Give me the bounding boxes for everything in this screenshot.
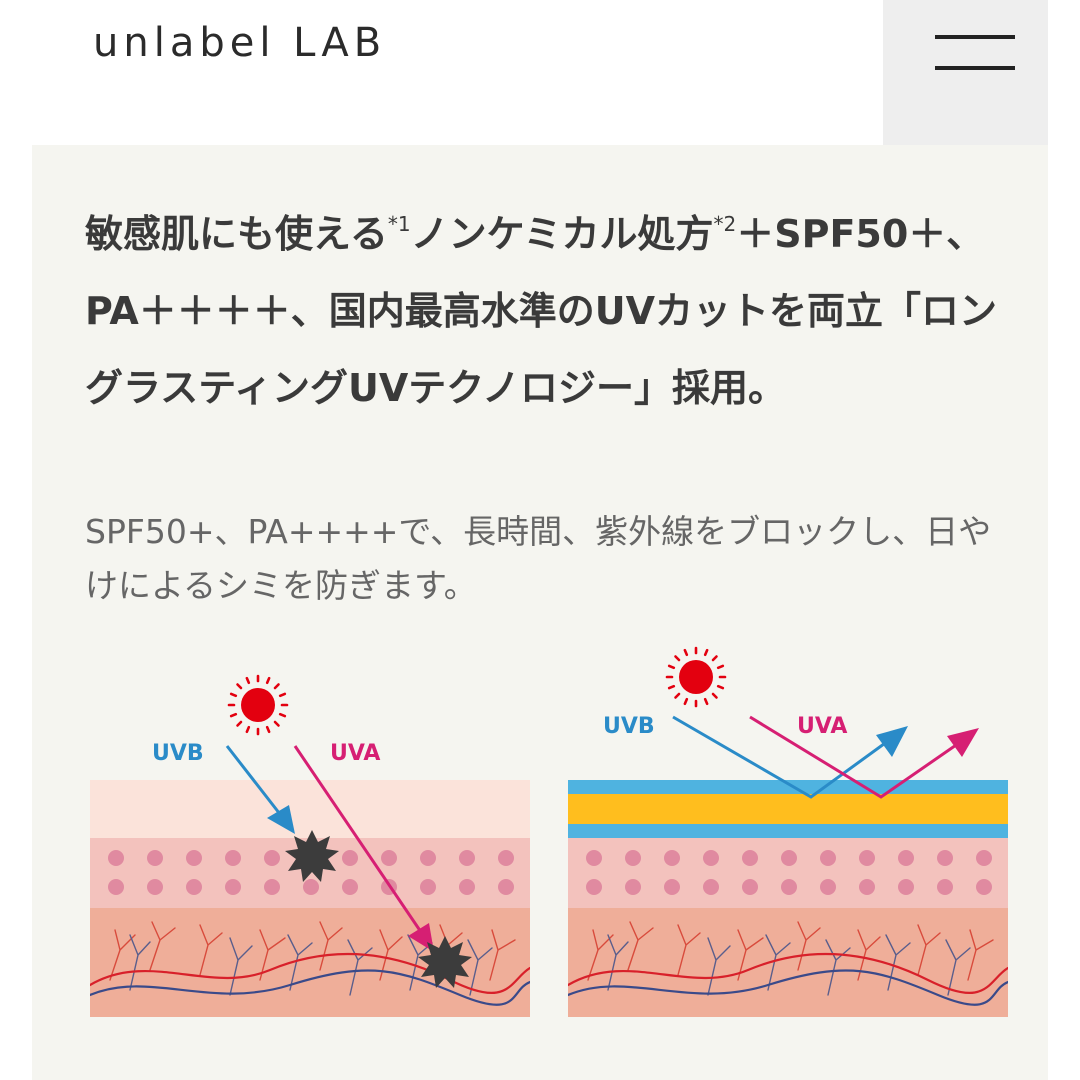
header: unlabel LAB	[0, 0, 1080, 145]
uvb-arrowhead	[267, 805, 295, 834]
capillaries	[587, 921, 994, 981]
diagram-unprotected-skin: UVB UVA	[90, 674, 530, 1017]
uvb-ray	[225, 745, 285, 819]
blood-vessel-blue	[568, 969, 1008, 1006]
headline-text: ＋SPF50＋、PA＋＋＋＋、国内最高水準のUVカットを両立「ロングラスティング…	[85, 212, 998, 410]
skin-cells	[586, 850, 992, 895]
nerves	[607, 934, 971, 996]
dermis-layer	[568, 908, 1008, 1017]
uva-label: UVA	[797, 714, 847, 739]
hamburger-menu-button[interactable]	[883, 0, 1048, 145]
footnote-marker: *2	[713, 212, 737, 236]
uvb-impact-burst	[285, 830, 339, 882]
footnote-marker: *1	[387, 212, 411, 236]
epidermis-cell-layer	[568, 838, 1008, 908]
headline-text: ノンケミカル処方	[410, 212, 714, 256]
nerves	[129, 934, 493, 996]
blood-vessel-red	[568, 952, 1008, 994]
uvb-arrowhead	[876, 726, 908, 757]
uva-ray	[293, 745, 425, 936]
headline-text: 敏感肌にも使える	[85, 212, 388, 256]
shield-layer-yellow	[568, 794, 1008, 824]
uva-label: UVA	[330, 741, 380, 766]
uva-arrowhead	[408, 923, 434, 952]
uva-ray-reflected	[749, 715, 960, 799]
site-logo[interactable]: unlabel LAB	[93, 20, 387, 66]
uvb-ray-reflected	[672, 715, 889, 799]
uva-arrowhead	[947, 728, 979, 757]
sun-icon	[665, 646, 727, 708]
blood-vessel-blue	[90, 969, 530, 1006]
shield-layer-blue-bottom	[568, 824, 1008, 838]
uvb-label: UVB	[152, 741, 204, 766]
uva-impact-burst	[418, 936, 472, 988]
uvb-label: UVB	[603, 714, 655, 739]
blood-vessel-red	[90, 952, 530, 994]
epidermis-top-layer	[90, 780, 530, 838]
sun-icon	[227, 674, 289, 736]
headline: 敏感肌にも使える*1ノンケミカル処方*2＋SPF50＋、PA＋＋＋＋、国内最高水…	[85, 196, 1020, 427]
diagram-protected-skin: UVB UVA	[568, 646, 1008, 1017]
description: SPF50+、PA++++で、長時間、紫外線をブロックし、日やけによるシミを防ぎ…	[85, 512, 992, 605]
hamburger-menu-icon-bar	[935, 35, 1015, 39]
skin-cells	[108, 850, 514, 895]
hamburger-menu-icon-bar	[935, 66, 1015, 70]
